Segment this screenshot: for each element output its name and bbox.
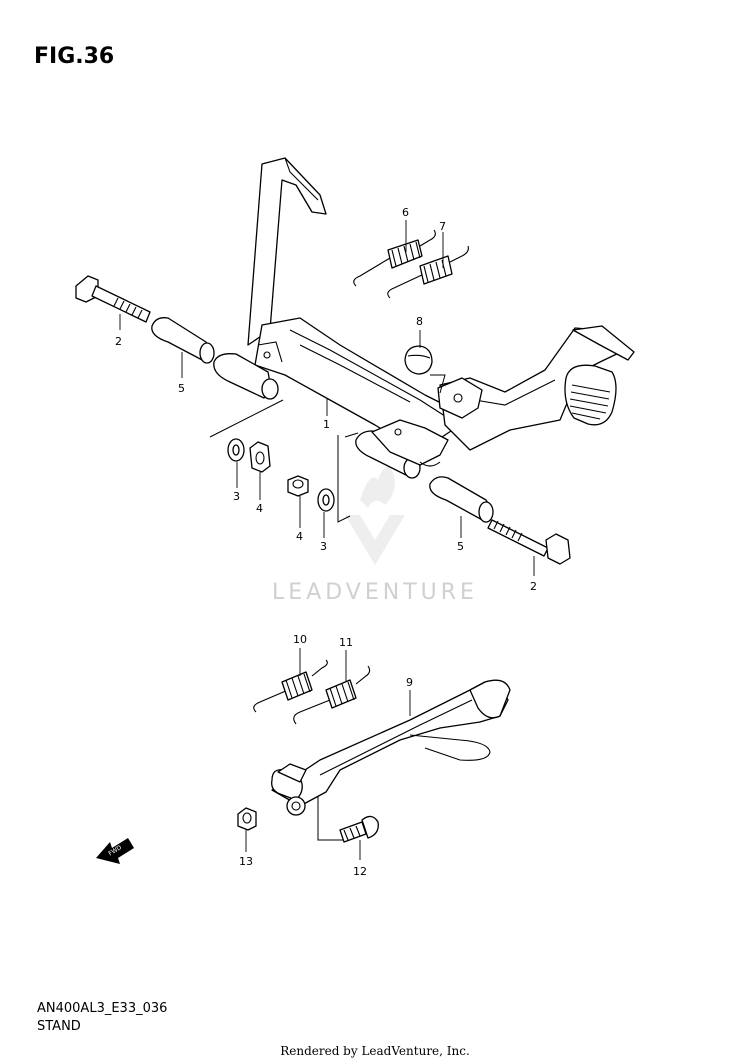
leader-lines <box>119 220 535 860</box>
side-stand <box>271 679 511 816</box>
washer-right <box>317 488 335 512</box>
reference-line <box>337 435 351 523</box>
callout-3: 3 <box>320 540 327 553</box>
pivot-bolt-12 <box>339 815 379 843</box>
bushing-8 <box>404 345 433 375</box>
callout-4: 4 <box>256 502 263 515</box>
callout-5: 5 <box>457 540 464 553</box>
spring-7 <box>387 245 469 299</box>
figure-caption: STAND <box>37 1019 81 1034</box>
reference-line <box>209 399 284 438</box>
figure-title: FIG.36 <box>34 44 115 69</box>
spring-10 <box>253 659 328 713</box>
watermark-logo <box>345 466 405 565</box>
callout-6: 6 <box>402 206 409 219</box>
watermark-text: LEADVENTURE <box>272 580 478 605</box>
callout-7: 7 <box>439 220 446 233</box>
callout-4: 4 <box>296 530 303 543</box>
callout-1: 1 <box>323 418 330 431</box>
callout-11: 11 <box>339 636 353 649</box>
callout-8: 8 <box>416 315 423 328</box>
callout-9: 9 <box>406 676 413 689</box>
callout-10: 10 <box>293 633 307 646</box>
callouts: 2 5 1 3 4 4 3 5 2 6 7 8 9 10 11 12 13 <box>115 206 537 878</box>
callout-2: 2 <box>530 580 537 593</box>
reference-line <box>344 432 359 438</box>
callout-13: 13 <box>239 855 253 868</box>
callout-3: 3 <box>233 490 240 503</box>
model-code: AN400AL3_E33_036 <box>37 1001 168 1016</box>
spring-11 <box>293 665 371 725</box>
spring-6 <box>353 229 436 287</box>
callout-12: 12 <box>353 865 367 878</box>
reference-line <box>317 790 350 841</box>
nut-left <box>249 441 271 473</box>
render-credit: Rendered by LeadVenture, Inc. <box>280 1044 470 1058</box>
spacer-lower <box>429 476 494 523</box>
bolt-lower <box>487 519 571 565</box>
washer-left <box>227 438 245 462</box>
nut-13 <box>237 807 257 831</box>
nut-right <box>287 475 309 497</box>
callout-5: 5 <box>178 382 185 395</box>
reference-line <box>430 374 446 394</box>
spacer-upper <box>151 317 215 364</box>
bolt-upper <box>75 275 151 323</box>
center-stand <box>213 157 635 479</box>
fwd-arrow-icon: FWD <box>96 838 134 864</box>
callout-2: 2 <box>115 335 122 348</box>
